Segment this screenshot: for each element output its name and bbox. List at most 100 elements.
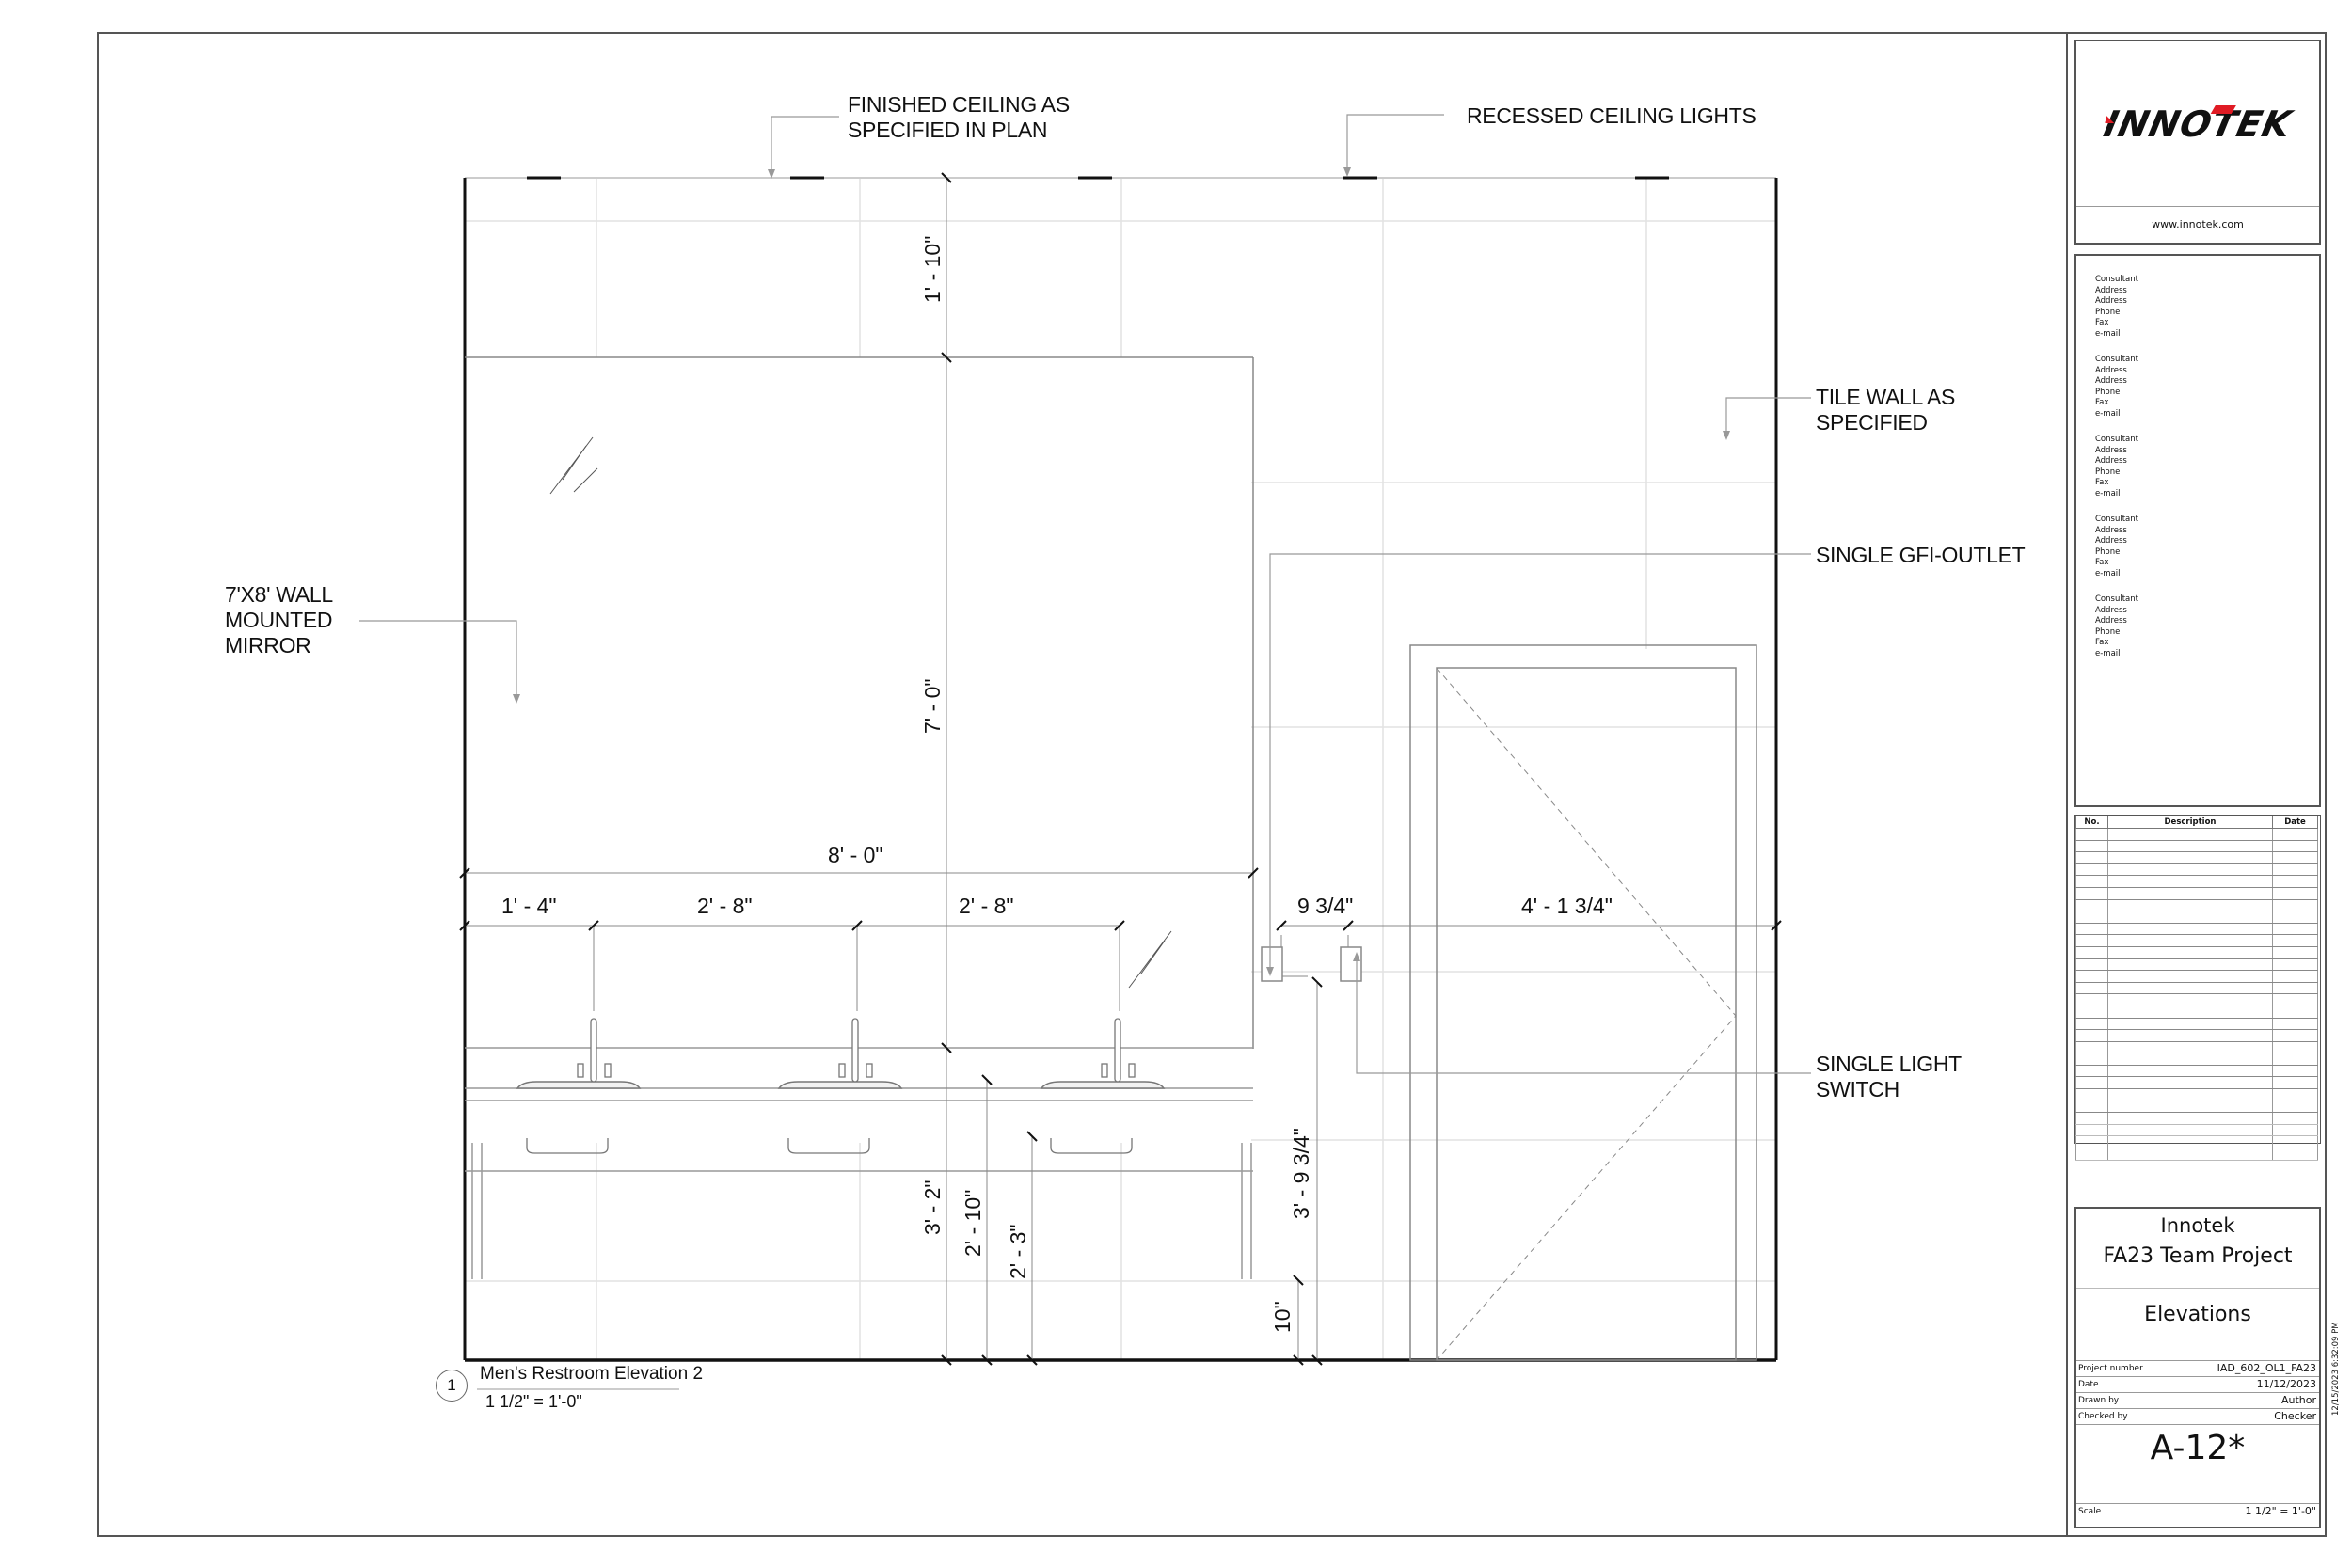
revision-cell <box>2075 1124 2108 1137</box>
revision-cell <box>2075 1088 2108 1101</box>
revision-row <box>2075 1148 2318 1161</box>
consultant-line: Address <box>2095 456 2127 466</box>
consultant-line: Address <box>2095 525 2127 535</box>
revision-cell <box>2272 840 2318 853</box>
revision-cell <box>2107 875 2273 888</box>
revision-cell <box>2075 840 2108 853</box>
revision-cell <box>2075 1065 2108 1078</box>
revision-cell <box>2075 1148 2108 1161</box>
divider <box>2076 1288 2319 1289</box>
note-tile-wall: TILE WALL AS SPECIFIED <box>1816 385 1956 435</box>
company-url[interactable]: www.innotek.com <box>2152 218 2244 230</box>
revision-row <box>2075 1018 2318 1031</box>
revision-cell <box>2107 1053 2273 1066</box>
revision-cell <box>2107 934 2273 947</box>
revision-cell <box>2107 1006 2273 1019</box>
consultant-line: Fax <box>2095 558 2109 567</box>
revision-cell <box>2107 1029 2273 1042</box>
revision-row <box>2075 1101 2318 1114</box>
revision-cell <box>2272 970 2318 983</box>
consultant-line: e-mail <box>2095 568 2121 578</box>
consultant-line: Consultant <box>2095 594 2138 604</box>
rev-header-description: Description <box>2107 816 2273 829</box>
consultant-line: Consultant <box>2095 355 2138 364</box>
door-swing <box>1436 667 1737 1361</box>
revision-cell <box>2107 863 2273 877</box>
dim-sink2-to-sink3: 2' - 8" <box>959 894 1014 918</box>
revision-cell <box>2107 923 2273 936</box>
revision-cell <box>2272 1006 2318 1019</box>
revision-cell <box>2107 887 2273 900</box>
company-name: Innotek <box>2160 1214 2235 1237</box>
revision-row <box>2075 970 2318 983</box>
revision-cell <box>2272 923 2318 936</box>
revision-cell <box>2272 1101 2318 1114</box>
meta-checked-by: Checked by Checker <box>2076 1408 2319 1425</box>
consultant-line: Address <box>2095 365 2127 375</box>
dimension-lines <box>465 178 1776 1360</box>
revision-row <box>2075 1076 2318 1090</box>
dim-sink-bottom: 2' - 3" <box>1006 1224 1030 1279</box>
revision-cell <box>2075 1029 2108 1042</box>
consultant-line: Address <box>2095 285 2127 295</box>
tile-grid <box>465 179 1776 1359</box>
consultant-line: Address <box>2095 536 2127 546</box>
revision-cell <box>2075 923 2108 936</box>
light-switch <box>1340 946 1362 982</box>
revision-cell <box>2272 899 2318 912</box>
consultant-line: Consultant <box>2095 515 2138 524</box>
consultant-line: Phone <box>2095 307 2121 317</box>
revision-cell <box>2075 1112 2108 1125</box>
revision-cell <box>2075 982 2108 995</box>
revision-row <box>2075 863 2318 877</box>
revision-cell <box>2075 1076 2108 1090</box>
revision-row <box>2075 899 2318 912</box>
dim-sink1-to-sink2: 2' - 8" <box>697 894 753 918</box>
consultant-line: Address <box>2095 605 2127 615</box>
revision-cell <box>2107 1101 2273 1114</box>
revision-cell <box>2075 958 2108 972</box>
revision-row <box>2075 1053 2318 1066</box>
revision-cell <box>2107 1148 2273 1161</box>
revision-cell <box>2075 1053 2108 1066</box>
revision-cell <box>2107 1135 2273 1149</box>
logo-wordmark: INNOTEK <box>2100 103 2296 145</box>
revision-cell <box>2075 1101 2108 1114</box>
revision-cell <box>2075 970 2108 983</box>
revision-row <box>2075 982 2318 995</box>
consultant-line: Phone <box>2095 626 2121 637</box>
consultant-line: e-mail <box>2095 328 2121 339</box>
sinks <box>516 1081 1166 1089</box>
revision-cell <box>2107 1112 2273 1125</box>
note-light-switch: SINGLE LIGHT SWITCH <box>1816 1052 1962 1101</box>
meta-project-number: Project number IAD_602_OL1_FA23 <box>2076 1360 2319 1377</box>
consultant-line: Address <box>2095 445 2127 455</box>
consultant-line: Consultant <box>2095 275 2138 284</box>
note-finished-ceiling: FINISHED CEILING AS SPECIFIED IN PLAN <box>848 92 1070 142</box>
revision-row <box>2075 1135 2318 1149</box>
project-name: FA23 Team Project <box>2103 1244 2293 1268</box>
revision-cell <box>2107 840 2273 853</box>
revision-row <box>2075 1088 2318 1101</box>
revision-cell <box>2107 911 2273 924</box>
revision-cell <box>2107 1065 2273 1078</box>
revision-cell <box>2272 1088 2318 1101</box>
dim-mirror-width: 8' - 0" <box>828 843 883 867</box>
revision-cell <box>2272 982 2318 995</box>
revision-cell <box>2272 863 2318 877</box>
revision-cell <box>2272 946 2318 959</box>
revision-cell <box>2107 1076 2273 1090</box>
revision-cell <box>2272 1041 2318 1054</box>
project-info-panel: Innotek FA23 Team Project Elevations Pro… <box>2074 1207 2321 1528</box>
consultant-line: Address <box>2095 296 2127 306</box>
consultant-line: e-mail <box>2095 488 2121 499</box>
revision-row <box>2075 851 2318 864</box>
leader-arrows <box>513 167 1730 976</box>
revision-row <box>2075 946 2318 959</box>
dim-left-to-sink1: 1' - 4" <box>501 894 557 918</box>
dim-mirror-height: 7' - 0" <box>920 678 945 734</box>
revision-cell <box>2107 982 2273 995</box>
